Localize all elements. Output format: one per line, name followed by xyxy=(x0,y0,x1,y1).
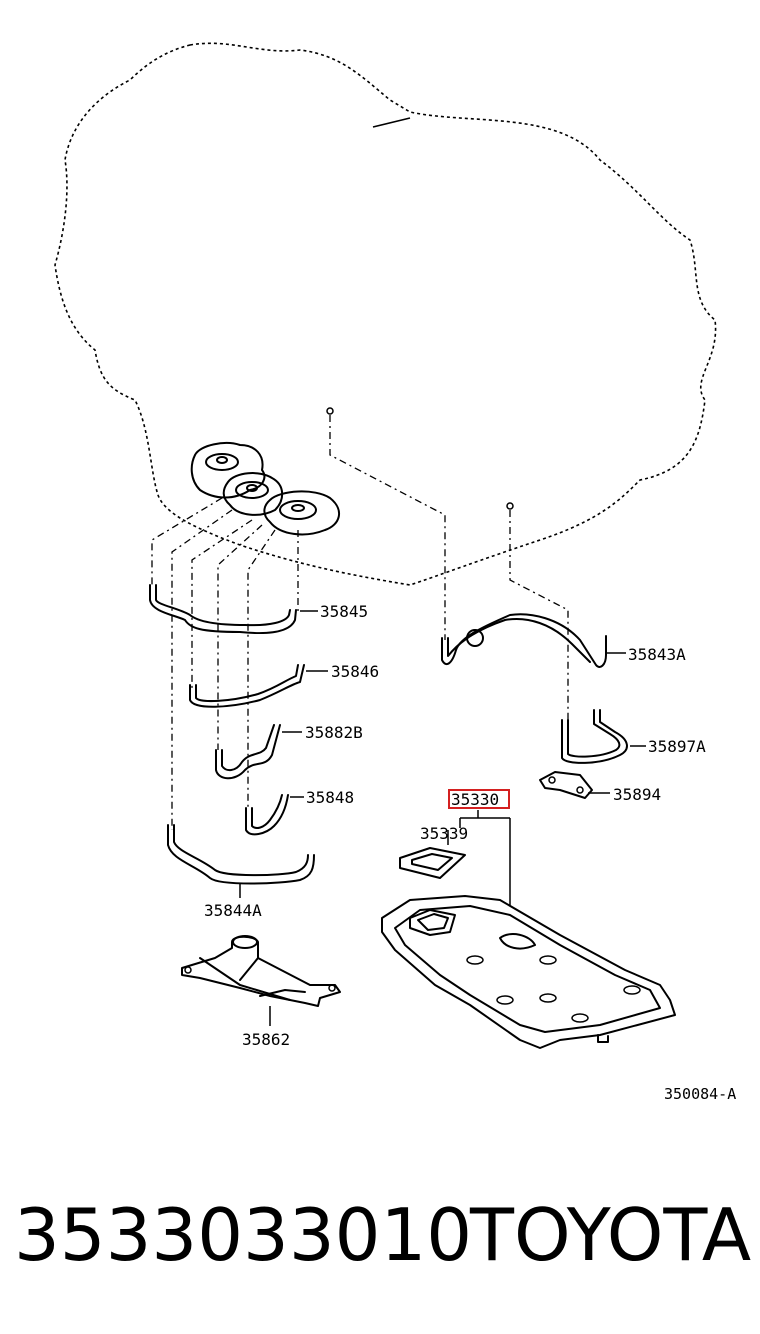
pipe-35848 xyxy=(245,794,289,836)
bracket-35894 xyxy=(539,771,593,799)
label-35882b: 35882B xyxy=(305,723,363,742)
label-35897a: 35897A xyxy=(648,737,706,756)
pipe-35846 xyxy=(189,664,305,708)
brand-name: TOYOTA xyxy=(470,1193,752,1277)
label-35846: 35846 xyxy=(331,662,379,681)
pipe-35882b xyxy=(215,724,281,780)
label-35894: 35894 xyxy=(613,785,661,804)
strainer-35330 xyxy=(381,895,676,1049)
highlight-box xyxy=(448,789,510,809)
assembly-centre-lines xyxy=(151,407,569,830)
pipe-35843a xyxy=(441,613,607,668)
label-35339: 35339 xyxy=(420,824,468,843)
valve-body-bosses xyxy=(190,442,340,536)
case-leader-line xyxy=(372,117,411,128)
label-35845: 35845 xyxy=(320,602,368,621)
bracket-35862 xyxy=(181,935,341,1007)
label-35844a: 35844A xyxy=(204,901,262,920)
pipe-35845 xyxy=(149,584,297,635)
label-35843a: 35843A xyxy=(628,645,686,664)
label-35848: 35848 xyxy=(306,788,354,807)
reference-code: 350084-A xyxy=(664,1085,736,1103)
pipe-35897a xyxy=(561,709,628,764)
label-35330: 35330 xyxy=(451,790,499,809)
label-35862: 35862 xyxy=(242,1030,290,1049)
part-number: 3533033010 xyxy=(14,1193,473,1277)
pipe-35844a xyxy=(167,824,315,885)
gasket-35339 xyxy=(399,847,466,879)
transmission-case-outline xyxy=(54,42,717,586)
